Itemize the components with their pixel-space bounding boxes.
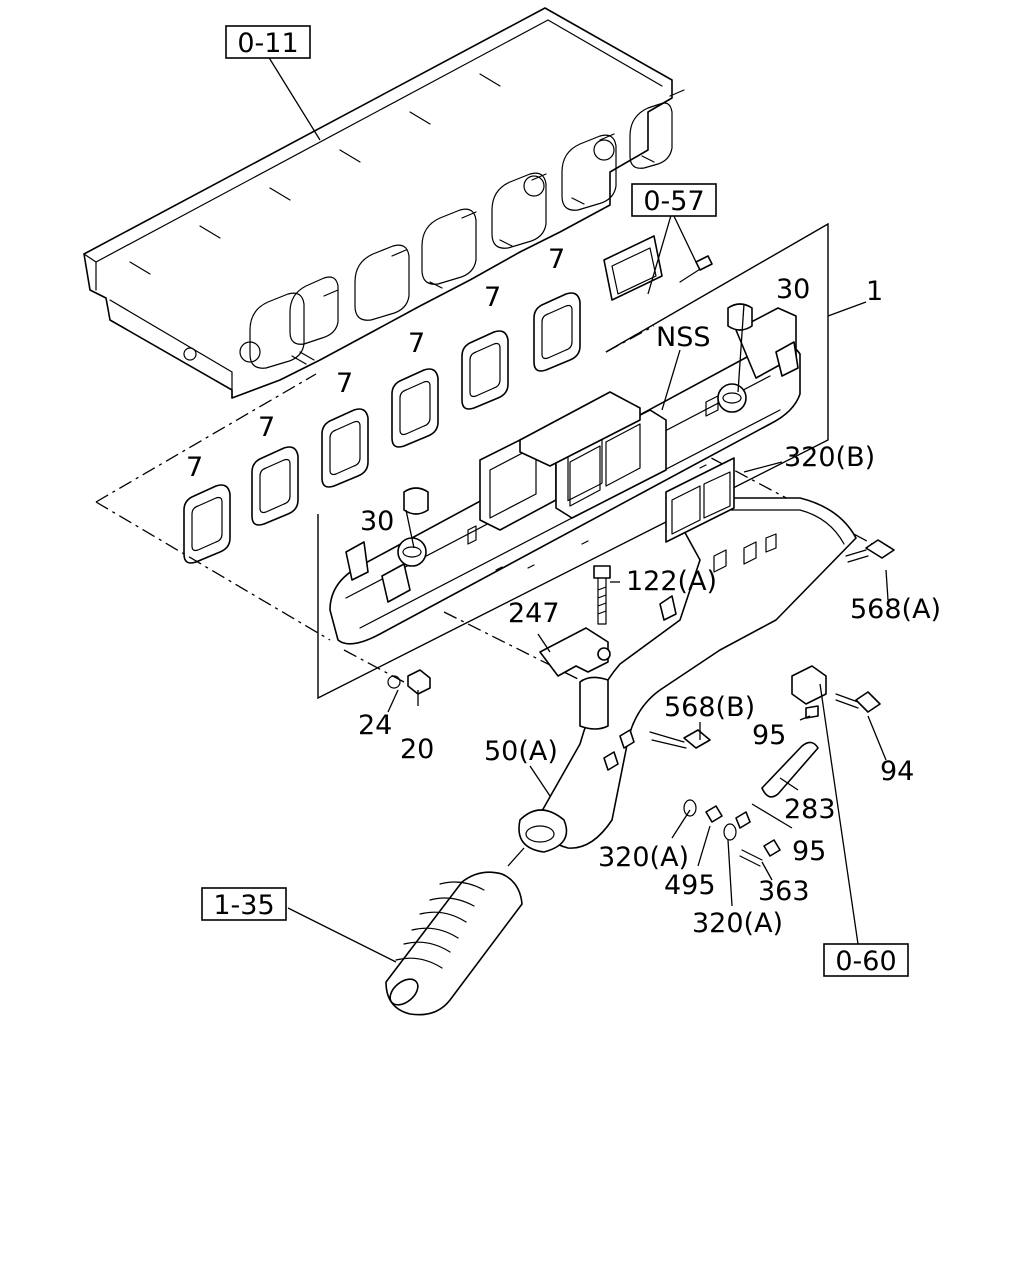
callout-nss: NSS [656,322,710,353]
bracket-247 [539,627,609,677]
ref-label-1-35: 1-35 [213,890,274,921]
callout-7: 7 [336,368,353,399]
callout-1: 1 [866,276,883,307]
callout-7: 7 [186,452,203,483]
callout-568b: 568(B) [664,692,755,723]
ref-box-0-11[interactable]: 0-11 [225,25,311,59]
callout-247: 247 [508,598,560,629]
callout-95: 95 [752,720,786,751]
ref-box-1-35[interactable]: 1-35 [201,887,287,921]
cylinder-head-illustration [83,7,685,399]
hose-1-35 [385,871,523,1016]
callout-320a: 320(A) [598,842,689,873]
callout-495: 495 [664,870,716,901]
callout-283: 283 [784,794,836,825]
callout-320b: 320(B) [784,442,875,473]
assembly-frame [317,222,829,700]
intake-manifold-illustration [329,235,801,645]
callout-30: 30 [360,506,394,537]
callout-320a: 320(A) [692,908,783,939]
callout-20: 20 [400,734,434,765]
intake-pipe-illustration [518,457,857,853]
callout-7: 7 [258,412,275,443]
ref-label-0-60: 0-60 [835,946,896,977]
bolt-122a [593,565,611,661]
callout-122a: 122(A) [626,566,717,597]
fasteners-right [387,539,895,867]
leader-lines [267,55,889,963]
ref-label-0-11: 0-11 [237,28,298,59]
gasket-group [183,292,581,564]
callout-363: 363 [758,876,810,907]
callout-7: 7 [408,328,425,359]
callout-7: 7 [484,282,501,313]
callout-94: 94 [880,756,914,787]
callout-labels: 1 7 7 7 7 7 7 7 30 30 NSS 320(B) 568(A) … [186,244,941,939]
ref-label-0-57: 0-57 [643,186,704,217]
callout-568a: 568(A) [850,594,941,625]
callout-7: 7 [548,244,565,275]
callout-50a: 50(A) [484,736,558,767]
callout-24: 24 [358,710,392,741]
ref-box-0-60[interactable]: 0-60 [823,943,909,977]
callout-95: 95 [792,836,826,867]
ref-box-0-57[interactable]: 0-57 [631,183,717,217]
callout-30: 30 [776,274,810,305]
